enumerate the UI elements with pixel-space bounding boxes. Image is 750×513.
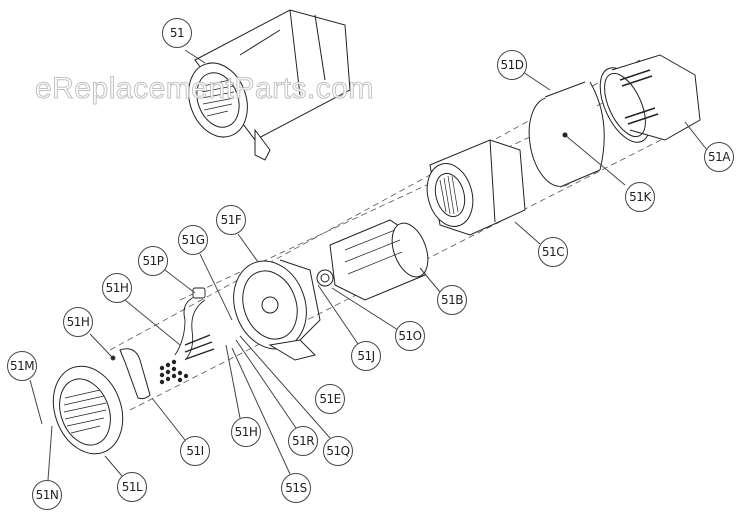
callout-51a: 51A bbox=[704, 142, 734, 172]
callout-51d: 51D bbox=[497, 50, 527, 80]
callout-51h: 51H bbox=[231, 417, 261, 447]
screws-and-leaders bbox=[29, 333, 331, 481]
callout-51h: 51H bbox=[102, 273, 132, 303]
front-end-bell-part-51F bbox=[233, 233, 359, 361]
assembled-generator-part-51 bbox=[184, 9, 351, 161]
callout-51f: 51F bbox=[216, 205, 246, 235]
rear-housing-part-51A bbox=[599, 54, 708, 151]
callout-51l: 51L bbox=[117, 472, 147, 502]
callout-51s: 51S bbox=[281, 473, 311, 503]
callout-51h: 51H bbox=[63, 307, 93, 337]
stator-part-51C bbox=[426, 139, 541, 245]
callout-51m: 51M bbox=[7, 351, 37, 381]
cover-bracket-part-51I bbox=[119, 348, 186, 441]
bearing-part-51O bbox=[316, 269, 399, 331]
rotor-part-51B bbox=[329, 219, 441, 301]
wiring-harness bbox=[124, 253, 233, 385]
callout-51n: 51N bbox=[32, 480, 62, 510]
callout-51i: 51I bbox=[180, 436, 210, 466]
callout-51r: 51R bbox=[288, 426, 318, 456]
callout-51q: 51Q bbox=[323, 436, 353, 466]
callout-51e: 51E bbox=[315, 384, 345, 414]
callout-51o: 51O bbox=[395, 321, 425, 351]
callout-51g: 51G bbox=[178, 225, 208, 255]
callout-51j: 51J bbox=[351, 341, 381, 371]
callout-51p: 51P bbox=[138, 246, 168, 276]
callout-51b: 51B bbox=[437, 285, 467, 315]
end-cover-part-51L bbox=[52, 365, 124, 477]
sleeve-part-51D bbox=[522, 71, 605, 188]
callout-51c: 51C bbox=[538, 237, 568, 267]
callout-51k: 51K bbox=[625, 182, 655, 212]
callout-51: 51 bbox=[162, 18, 192, 48]
